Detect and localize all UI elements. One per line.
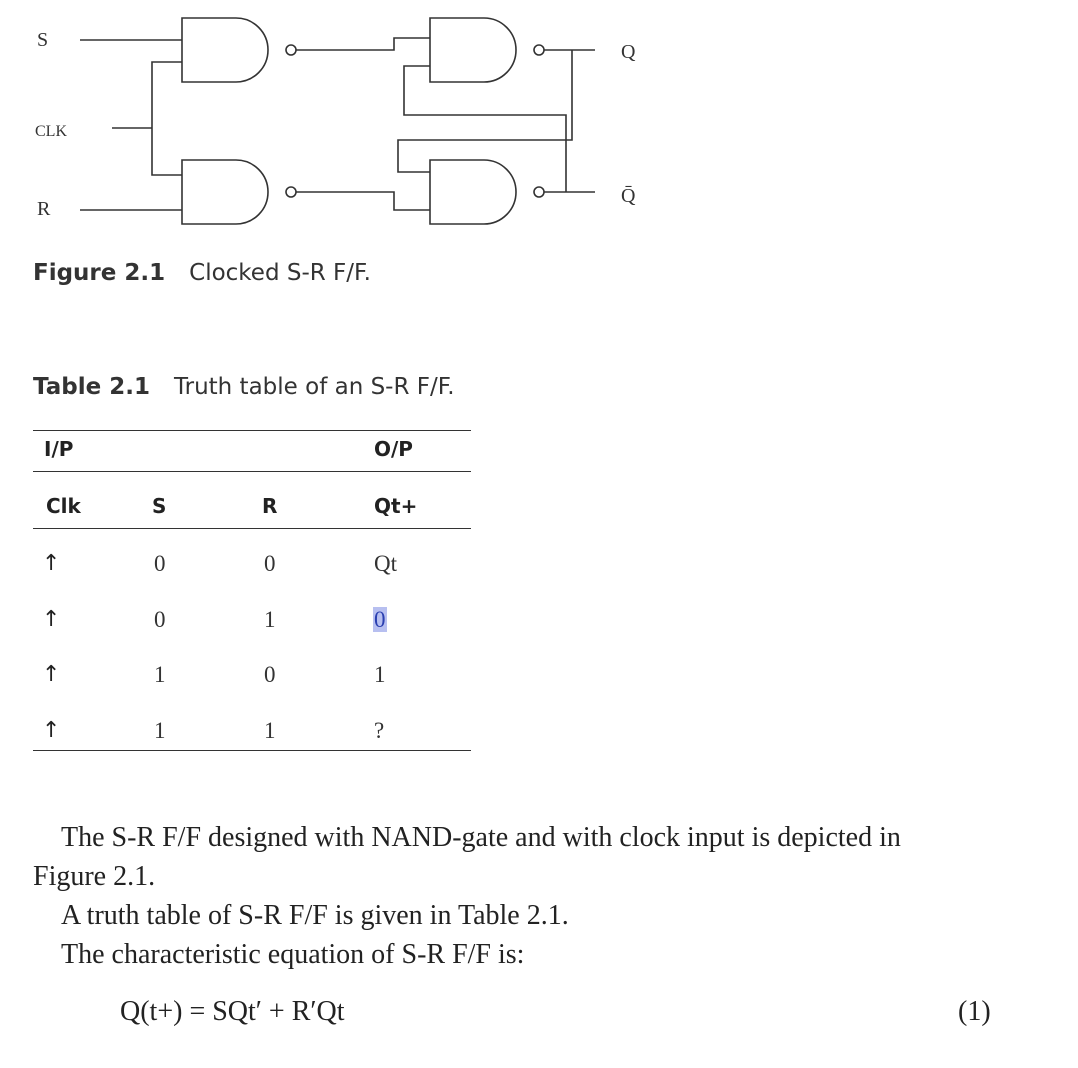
paragraph-1-line-2: Figure 2.1. [33,861,156,892]
label-clk: CLK [35,123,67,140]
nand-gate-4-bubble [533,186,545,198]
table-bottom-rule [33,750,471,751]
cell-qt-plus: Qt [374,551,397,576]
paragraph-1-line-1: The S-R F/F designed with NAND-gate and … [61,822,901,853]
column-header-clk: Clk [46,494,81,518]
equation-number: (1) [958,996,991,1027]
cell-clk: ↑ [42,607,61,632]
cell-r: 1 [264,718,276,743]
wire-q-feedback [397,50,573,173]
cell-s: 0 [154,607,166,632]
label-s: S [37,29,48,51]
figure-caption-label: Figure 2.1 [33,260,166,286]
table-top-rule [33,430,471,431]
clocked-sr-flipflop-diagram: S CLK R Q Q̄ [35,17,636,225]
wire-qbar-feedback [403,65,567,192]
nand-gate-1-bubble [285,44,297,56]
characteristic-equation: Q(t+) = SQt′ + R′Qt [120,996,345,1027]
cell-qt-plus-selected[interactable]: 0 [373,607,387,632]
cell-r: 1 [264,607,276,632]
nand-gate-2-bubble [285,186,297,198]
nand-gate-4 [429,159,517,225]
cell-s: 1 [154,718,166,743]
table-group-rule [33,471,471,472]
cell-qt-plus: 1 [374,662,386,687]
label-qbar: Q̄ [621,185,636,207]
cell-s: 1 [154,662,166,687]
label-r: R [37,198,51,220]
group-header-input: I/P [44,437,74,461]
group-header-output: O/P [374,437,413,461]
table-header-rule [33,528,471,529]
table-caption-label: Table 2.1 [33,374,150,400]
wire-g1-g3 [296,37,430,51]
cell-s: 0 [154,551,166,576]
column-header-s: S [152,494,167,518]
cell-r: 0 [264,662,276,687]
table-caption: Table 2.1 Truth table of an S-R F/F. [33,374,455,400]
column-header-r: R [262,494,278,518]
label-q: Q [621,41,636,63]
cell-clk: ↑ [42,718,61,743]
cell-qt-plus: ? [374,718,385,743]
nand-gate-2 [181,159,269,225]
figure-caption: Figure 2.1 Clocked S-R F/F. [33,260,371,286]
nand-gate-3 [429,17,517,83]
cell-r: 0 [264,551,276,576]
cell-clk: ↑ [42,662,61,687]
paragraph-3: The characteristic equation of S-R F/F i… [61,939,525,970]
wire-clk-branch [151,61,182,176]
nand-gate-3-bubble [533,44,545,56]
column-header-qt-plus: Qt+ [374,494,418,518]
table-caption-text: Truth table of an S-R F/F. [173,374,455,400]
wire-g2-g4 [296,191,430,211]
cell-clk: ↑ [42,551,61,576]
nand-gate-1 [181,17,269,83]
figure-caption-text: Clocked S-R F/F. [189,260,371,286]
paragraph-2: A truth table of S-R F/F is given in Tab… [61,900,569,931]
